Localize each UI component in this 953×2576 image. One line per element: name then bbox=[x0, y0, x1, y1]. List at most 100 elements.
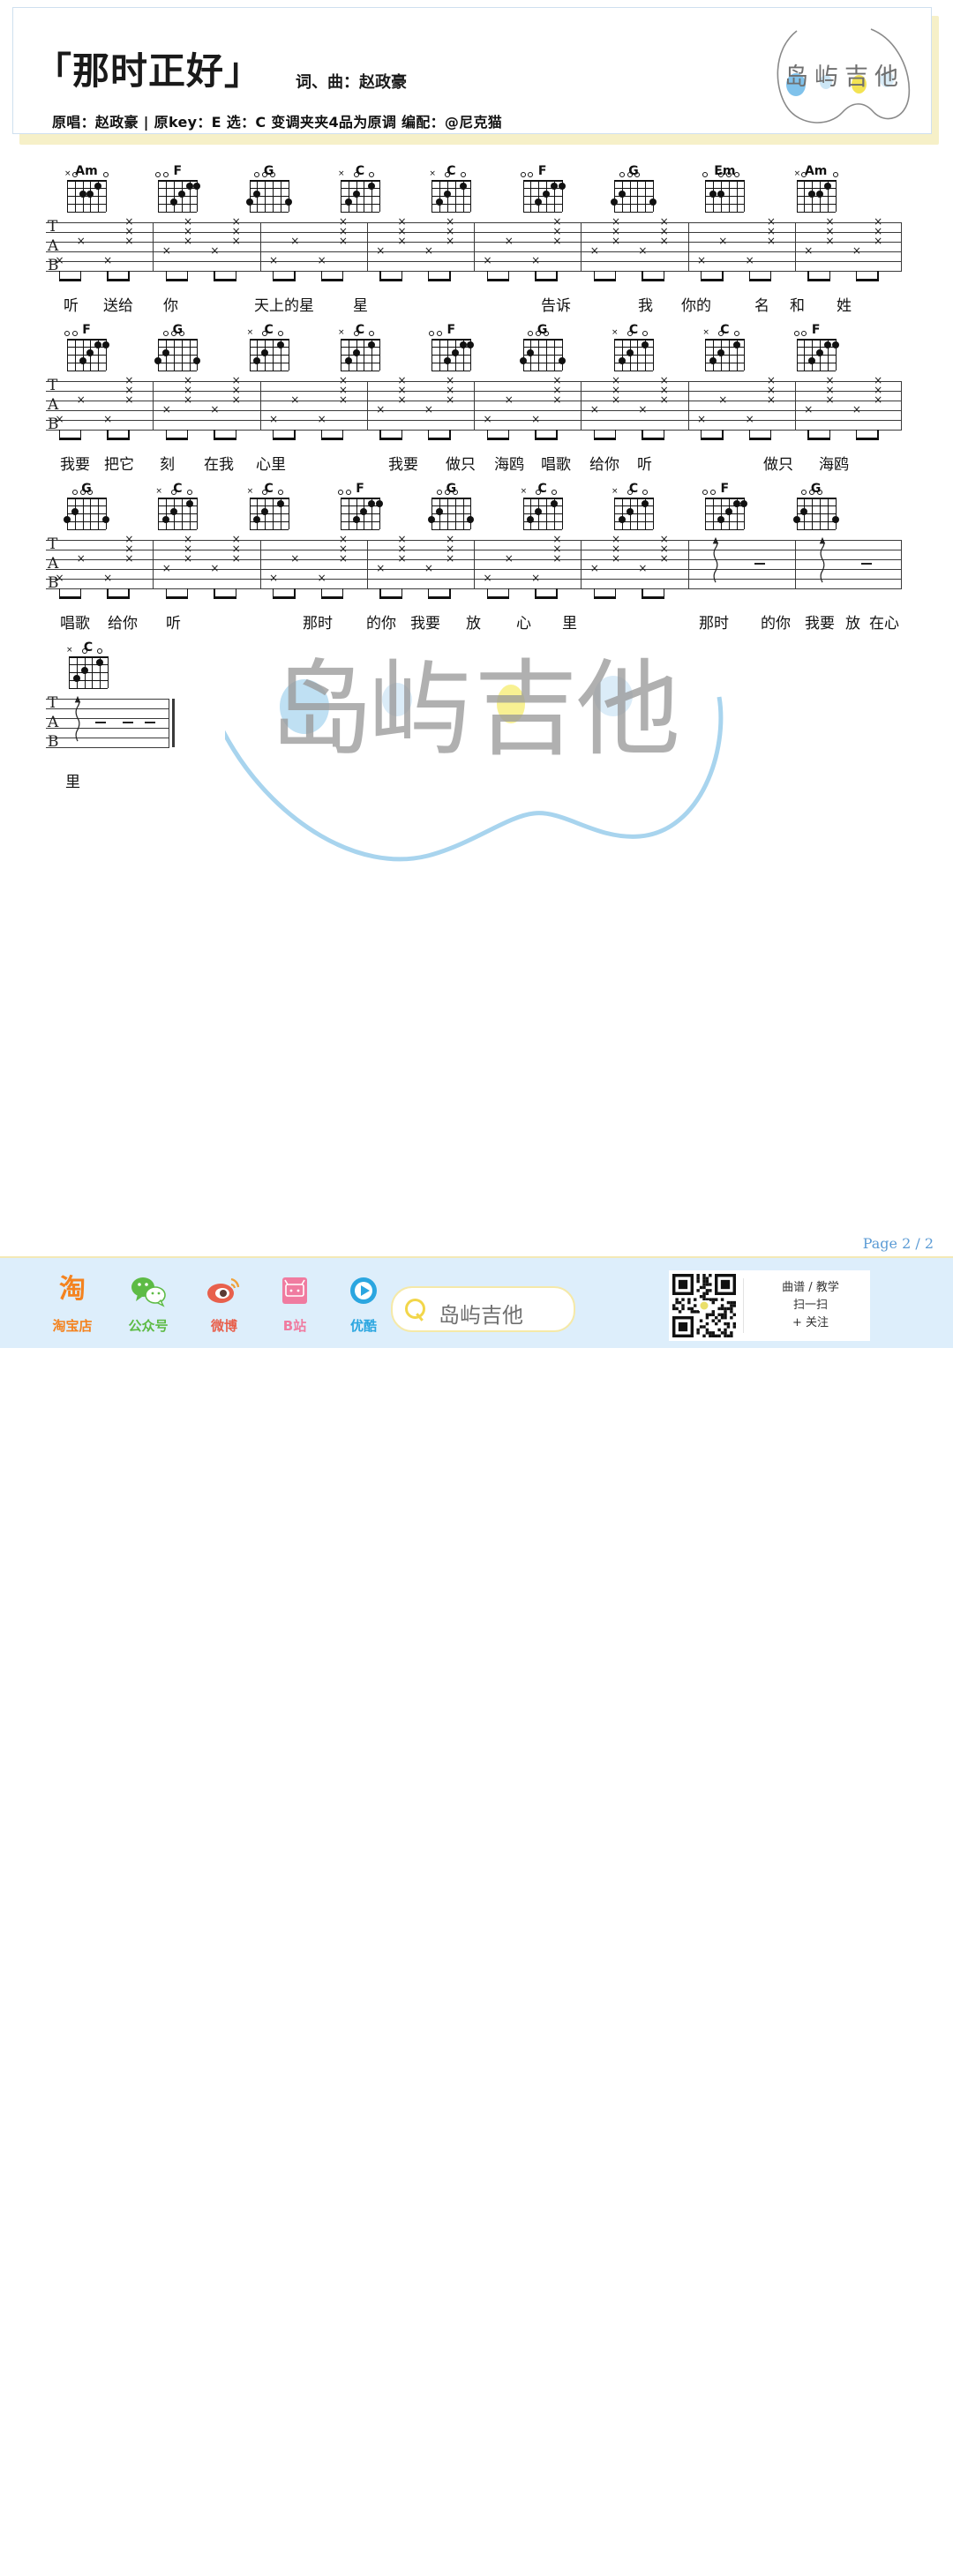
finger-dot bbox=[527, 348, 535, 356]
note-beam bbox=[165, 279, 188, 281]
note-stem bbox=[273, 430, 274, 440]
chord-name: C bbox=[446, 164, 456, 178]
note-stem bbox=[107, 430, 109, 440]
strum-x: × bbox=[659, 533, 669, 545]
chord-fret bbox=[614, 347, 653, 348]
chord-diagram: F bbox=[700, 482, 749, 530]
strum-x: × bbox=[338, 393, 348, 406]
strum-x: × bbox=[483, 413, 492, 425]
social-wechat[interactable]: 公众号 bbox=[118, 1274, 178, 1335]
strum-x: × bbox=[446, 543, 455, 555]
open-string-marker bbox=[71, 490, 78, 495]
lyric: 星 bbox=[353, 297, 368, 315]
note-stem bbox=[58, 430, 60, 440]
final-barline bbox=[172, 699, 175, 747]
chord-fret bbox=[158, 204, 198, 205]
finger-dot bbox=[96, 658, 104, 666]
lyric-row: 唱歌给你听那时的你我要放心里那时的你我要放在心 bbox=[0, 610, 953, 633]
barline bbox=[794, 540, 796, 588]
strum-x: × bbox=[718, 235, 728, 247]
social-youku[interactable]: 优酷 bbox=[334, 1274, 394, 1335]
strum-x: × bbox=[825, 225, 835, 237]
note-stem bbox=[449, 430, 451, 440]
finger-dot bbox=[816, 348, 824, 356]
guitar-outline-icon bbox=[777, 28, 911, 124]
strum-x: × bbox=[531, 413, 541, 425]
finger-dot bbox=[443, 190, 451, 198]
muted-string-marker: × bbox=[246, 487, 254, 496]
note-stem bbox=[748, 430, 750, 440]
note-beam bbox=[58, 596, 80, 599]
strum-x: × bbox=[184, 225, 193, 237]
finger-dot bbox=[709, 356, 717, 364]
chord-fret bbox=[341, 521, 379, 522]
note-beam bbox=[165, 596, 188, 599]
note-beam bbox=[807, 438, 829, 440]
finger-dot bbox=[261, 348, 269, 356]
qr-code-icon bbox=[672, 1274, 736, 1337]
tab-string-line bbox=[46, 430, 902, 431]
barline bbox=[366, 381, 368, 430]
social-weibo[interactable]: 微博 bbox=[194, 1274, 254, 1335]
chord-grid: × bbox=[612, 329, 654, 371]
note-stem bbox=[593, 588, 596, 599]
chord-grid: × bbox=[794, 170, 838, 213]
strum-x: × bbox=[552, 552, 562, 565]
strum-x: × bbox=[446, 552, 455, 565]
barline bbox=[474, 540, 475, 588]
finger-dot bbox=[368, 182, 376, 190]
barline bbox=[581, 381, 582, 430]
tab-clef-letter: A bbox=[48, 396, 59, 414]
chord-diagram: G bbox=[518, 323, 567, 371]
strum-x: × bbox=[397, 552, 407, 565]
strum-x: × bbox=[612, 215, 621, 228]
chord-string bbox=[561, 498, 563, 529]
strum-x: × bbox=[290, 235, 300, 247]
chord-fret bbox=[158, 188, 198, 189]
social-label-bilibili: B站 bbox=[282, 1318, 307, 1334]
chord-fret bbox=[705, 529, 745, 530]
strum-x: × bbox=[552, 374, 562, 386]
chord-diagram: Am× bbox=[62, 164, 111, 213]
chord-fret bbox=[796, 513, 836, 514]
lyric: 放 bbox=[466, 615, 481, 633]
lyric: 天上的星 bbox=[254, 297, 314, 315]
open-string-marker bbox=[429, 331, 435, 336]
chord-nut bbox=[67, 498, 106, 499]
strum-x: × bbox=[874, 225, 883, 237]
strum-x: × bbox=[552, 235, 562, 247]
chord-nut bbox=[158, 180, 198, 182]
chord-grid: × bbox=[247, 488, 289, 530]
strum-x: × bbox=[874, 384, 883, 396]
chord-nut bbox=[522, 180, 562, 182]
chord-diagram: C× bbox=[700, 323, 749, 371]
lyric: 听 bbox=[64, 297, 79, 315]
chord-string bbox=[197, 339, 199, 371]
search-box[interactable]: 岛屿吉他 bbox=[391, 1286, 575, 1332]
chord-fret bbox=[341, 204, 379, 205]
finger-dot bbox=[550, 499, 558, 507]
note-stem bbox=[615, 271, 617, 281]
note-stem bbox=[379, 430, 381, 440]
chord-grid: × bbox=[64, 170, 109, 213]
chord-diagram: F bbox=[335, 482, 385, 530]
chord-string bbox=[106, 339, 107, 371]
note-stem bbox=[486, 430, 488, 440]
lyric: 那时 bbox=[303, 615, 333, 633]
strum-x: × bbox=[338, 543, 348, 555]
finger-dot bbox=[72, 674, 80, 682]
strum-x: × bbox=[589, 403, 599, 416]
chord-name: C bbox=[355, 323, 365, 337]
chord-nut bbox=[158, 498, 198, 499]
social-taobao[interactable]: 淘 淘宝店 bbox=[42, 1274, 102, 1335]
strum-x: × bbox=[483, 572, 492, 584]
chord-row: C× bbox=[0, 640, 953, 695]
chord-nut bbox=[796, 498, 836, 499]
finger-dot bbox=[459, 341, 467, 348]
strum-x: × bbox=[376, 403, 386, 416]
social-bilibili[interactable]: B站 bbox=[265, 1274, 325, 1335]
strum-x: × bbox=[184, 374, 193, 386]
chord-diagram: F bbox=[792, 323, 841, 371]
chord-fret bbox=[522, 212, 562, 213]
note-stem bbox=[341, 588, 344, 599]
